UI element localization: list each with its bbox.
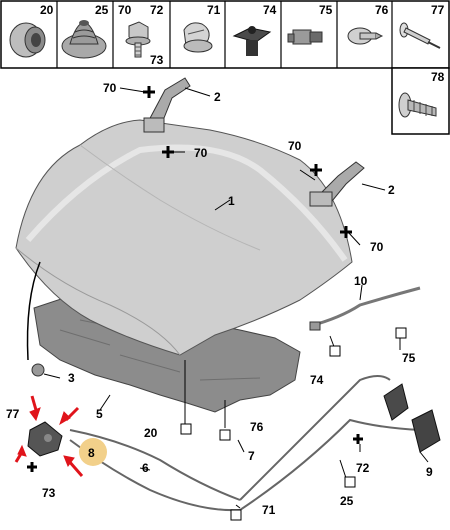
part-number-70: 70 xyxy=(118,3,132,17)
callout-2-b: 2 xyxy=(388,183,395,197)
fastener-markers xyxy=(27,86,363,472)
callout-71: 71 xyxy=(262,503,276,517)
parts-strip: 20 25 70 72 73 71 74 75 76 77 78 xyxy=(0,0,450,135)
hood-hinge-right xyxy=(309,161,365,207)
red-arrows xyxy=(14,395,84,477)
callout-10: 10 xyxy=(354,274,368,288)
callout-boxes xyxy=(180,327,407,521)
part-number-72: 72 xyxy=(150,3,164,17)
callout-25: 25 xyxy=(340,494,354,508)
part-number-77: 77 xyxy=(431,3,445,17)
hood-hinge-left xyxy=(143,77,191,133)
callout-76: 76 xyxy=(250,420,264,434)
push-pin-icon xyxy=(347,27,384,45)
hood-latch-8 xyxy=(27,421,63,457)
rivet-icon xyxy=(399,22,441,49)
callout-20: 20 xyxy=(144,426,158,440)
clip-icon xyxy=(183,22,213,53)
part-number-73: 73 xyxy=(150,53,164,67)
callout-5: 5 xyxy=(96,407,103,421)
part-number-20: 20 xyxy=(40,3,54,17)
retainer-clip-icon xyxy=(287,29,323,45)
callout-70-d: 70 xyxy=(370,240,384,254)
callout-3: 3 xyxy=(68,371,75,385)
release-handle-upper xyxy=(383,383,409,421)
hood-support-rod xyxy=(309,286,421,331)
callout-70-a: 70 xyxy=(103,81,117,95)
release-cable-5 xyxy=(69,429,241,501)
callout-6: 6 xyxy=(142,461,149,475)
callout-74: 74 xyxy=(310,373,324,387)
release-cable-7 xyxy=(239,375,391,501)
callout-2-a: 2 xyxy=(214,90,221,104)
highlight-part-8 xyxy=(79,438,107,466)
part-number-74: 74 xyxy=(263,3,277,17)
release-lever-9 xyxy=(411,409,441,453)
latch-striker-3 xyxy=(31,363,45,377)
part-number-76: 76 xyxy=(375,3,389,17)
bellows-grommet-icon xyxy=(61,20,107,59)
fir-tree-clip-icon xyxy=(398,92,437,118)
hood-panel xyxy=(15,119,353,356)
callout-7: 7 xyxy=(248,449,255,463)
callout-1: 1 xyxy=(228,194,235,208)
callout-70-b: 70 xyxy=(194,146,208,160)
part-number-75: 75 xyxy=(319,3,333,17)
grommet-icon xyxy=(9,22,46,58)
callout-8: 8 xyxy=(88,446,95,460)
callout-72: 72 xyxy=(356,461,370,475)
part-number-71: 71 xyxy=(207,3,221,17)
hood-front-seal xyxy=(26,261,41,361)
cable-clip-icon xyxy=(232,26,272,56)
part-number-78: 78 xyxy=(431,70,445,84)
callout-75: 75 xyxy=(402,351,416,365)
flange-bolt-icon xyxy=(125,21,151,58)
callout-70-c: 70 xyxy=(288,139,302,153)
part-number-25: 25 xyxy=(95,3,109,17)
callout-73: 73 xyxy=(42,486,56,500)
callout-77: 77 xyxy=(6,407,20,421)
callout-numbers: 70 2 70 70 2 1 70 10 75 74 3 77 5 20 76 … xyxy=(6,81,433,517)
callout-9: 9 xyxy=(426,465,433,479)
release-cable-25 xyxy=(239,418,421,511)
